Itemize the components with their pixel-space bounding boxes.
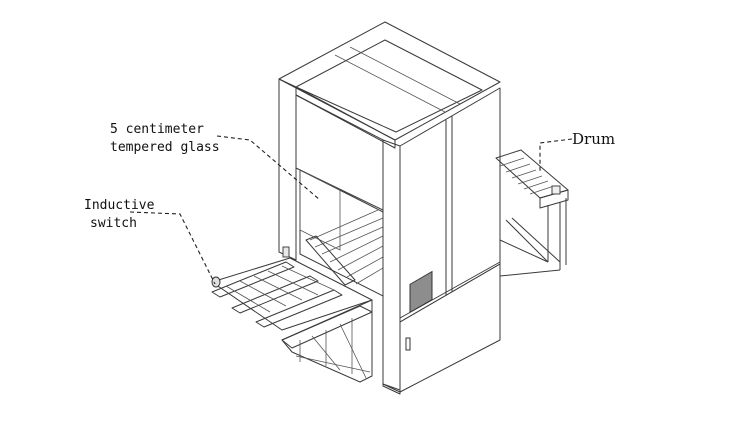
control-screen (409, 270, 433, 314)
glass-label-line2: tempered glass (110, 140, 220, 155)
glass-label-line1: 5 centimeter (110, 122, 204, 137)
switch-label-line2: switch (90, 216, 137, 231)
drum-roller-end (551, 185, 561, 195)
door-handle-icon (405, 337, 411, 351)
leader-lines (129, 135, 573, 285)
drum-label: Drum (572, 130, 615, 148)
switch-label-line1: Inductive (84, 198, 155, 213)
right-drum-conveyor (495, 149, 569, 277)
left-roller-conveyor (211, 246, 373, 383)
inductive-switch-sensor (211, 276, 221, 288)
cabinet (278, 21, 501, 395)
